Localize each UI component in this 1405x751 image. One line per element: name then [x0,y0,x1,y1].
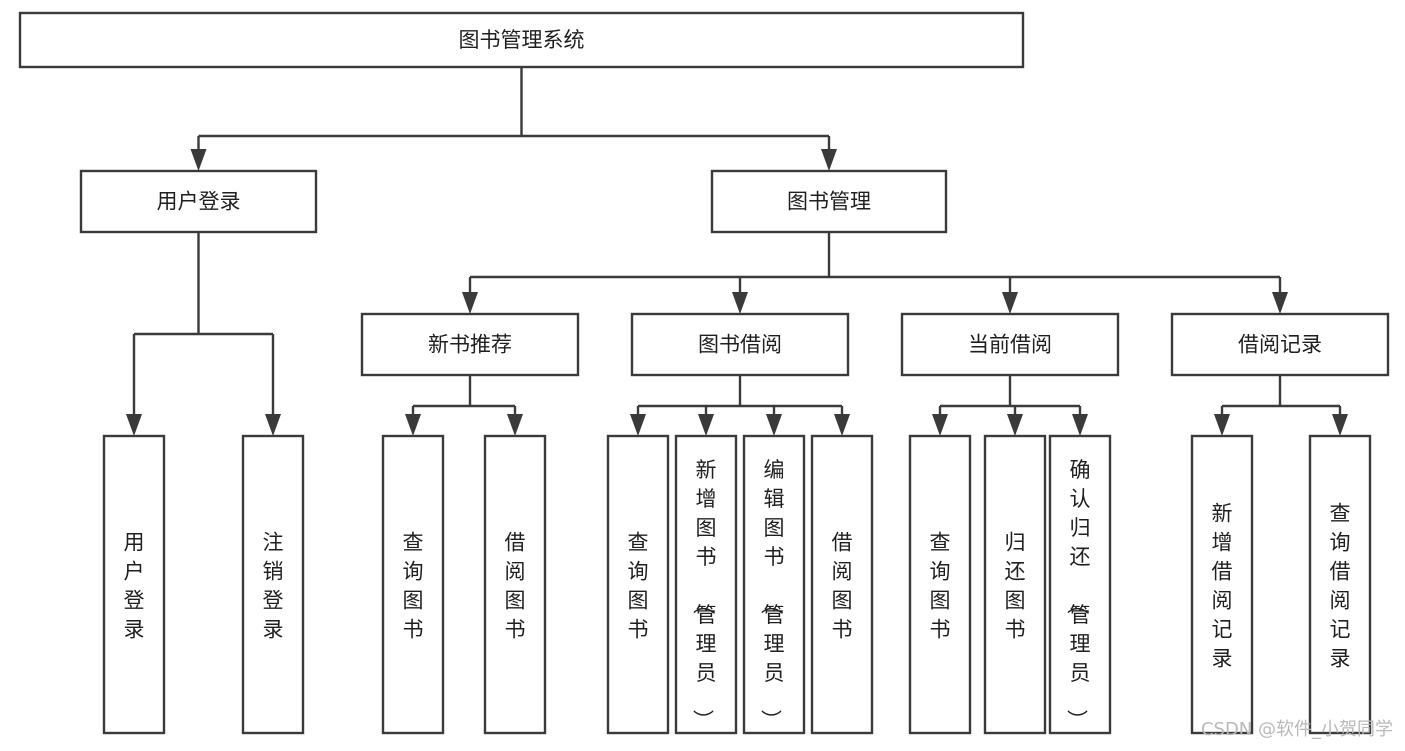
node-leaf-borrow-book[interactable]: 借阅图书 [810,434,874,735]
node-leaf-edit-book-admin-rect[interactable] [742,434,806,735]
node-new-book-recommend[interactable]: 新书推荐 [360,312,580,377]
node-leaf-user-login[interactable]: 用户登录 [102,434,166,735]
node-root[interactable]: 图书管理系统 [18,11,1025,69]
arrow-head-icon [732,292,748,314]
node-root-rect[interactable] [18,11,1025,69]
node-user-login[interactable]: 用户登录 [79,169,318,234]
arrow-head-icon [1007,414,1023,436]
node-leaf-query-book-borrow-rect[interactable] [606,434,670,735]
node-leaf-confirm-return-admin-rect[interactable] [1048,434,1112,735]
node-leaf-logout[interactable]: 注销登录 [241,434,305,735]
node-leaf-query-book-borrow-label: 查询图书 [628,531,649,642]
node-leaf-borrow-book-recommend[interactable]: 借阅图书 [483,434,547,735]
node-leaf-query-book-recommend-rect[interactable] [381,434,445,735]
arrow-head-icon [932,414,948,436]
node-leaf-query-book-current-rect[interactable] [908,434,972,735]
node-current-borrow-label: 当前借阅 [968,333,1052,357]
node-user-login-label: 用户登录 [157,190,241,214]
node-leaf-query-book-recommend[interactable]: 查询图书 [381,434,445,735]
node-leaf-query-book-borrow[interactable]: 查询图书 [606,434,670,735]
node-leaf-borrow-book-recommend-rect[interactable] [483,434,547,735]
node-leaf-confirm-return-admin[interactable]: 确认归还（管理员） [1048,434,1112,735]
arrow-head-icon [834,414,850,436]
node-leaf-borrow-book-recommend-label: 借阅图书 [505,531,526,642]
node-leaf-borrow-book-label: 借阅图书 [832,531,853,642]
node-borrow-record-label: 借阅记录 [1238,333,1322,357]
node-borrow-record[interactable]: 借阅记录 [1170,312,1390,377]
node-leaf-return-book[interactable]: 归还图书 [983,434,1047,735]
arrow-head-icon [630,414,646,436]
node-leaf-logout-rect[interactable] [241,434,305,735]
node-leaf-borrow-book-rect[interactable] [810,434,874,735]
node-book-management-rect[interactable] [710,169,948,234]
node-leaf-query-book-recommend-label: 查询图书 [403,531,424,642]
node-leaf-confirm-return-admin-label: 确认归还（管理员） [1065,458,1091,730]
node-leaf-query-borrow-record-rect[interactable] [1308,434,1372,735]
arrow-head-icon [405,414,421,436]
arrow-head-icon [1072,414,1088,436]
node-new-book-recommend-label: 新书推荐 [428,333,512,357]
arrow-head-icon [462,292,478,314]
node-book-borrow-rect[interactable] [630,312,850,377]
node-leaf-add-borrow-record-rect[interactable] [1190,434,1254,735]
node-leaf-add-book-admin-label: 新增图书（管理员） [691,458,717,730]
node-leaf-add-borrow-record-label: 新增借阅记录 [1212,502,1233,671]
arrow-head-icon [126,414,142,436]
node-leaf-edit-book-admin-label: 编辑图书（管理员） [759,458,785,730]
node-leaf-add-book-admin-rect[interactable] [674,434,738,735]
node-leaf-return-book-label: 归还图书 [1005,531,1026,642]
node-book-borrow-label: 图书借阅 [698,333,782,357]
arrow-head-icon [698,414,714,436]
node-borrow-record-rect[interactable] [1170,312,1390,377]
arrow-head-icon [1002,292,1018,314]
arrow-head-icon [766,414,782,436]
node-user-login-rect[interactable] [79,169,318,234]
arrow-head-icon [265,414,281,436]
node-leaf-add-book-admin[interactable]: 新增图书（管理员） [674,434,738,735]
node-book-management[interactable]: 图书管理 [710,169,948,234]
arrow-head-icon [1332,414,1348,436]
arrow-head-icon [1272,292,1288,314]
node-leaf-add-borrow-record[interactable]: 新增借阅记录 [1190,434,1254,735]
node-leaf-query-borrow-record-label: 查询借阅记录 [1330,502,1351,671]
node-current-borrow[interactable]: 当前借阅 [900,312,1120,377]
node-leaf-query-borrow-record[interactable]: 查询借阅记录 [1308,434,1372,735]
node-book-management-label: 图书管理 [787,190,871,214]
arrow-head-icon [1214,414,1230,436]
arrow-head-icon [190,149,207,171]
node-leaf-user-login-rect[interactable] [102,434,166,735]
node-book-borrow[interactable]: 图书借阅 [630,312,850,377]
arrow-head-icon [507,414,523,436]
node-root-label: 图书管理系统 [459,28,585,52]
node-leaf-user-login-label: 用户登录 [124,531,145,642]
node-leaf-edit-book-admin[interactable]: 编辑图书（管理员） [742,434,806,735]
node-leaf-query-book-current[interactable]: 查询图书 [908,434,972,735]
arrow-head-icon [821,149,837,171]
node-leaf-query-book-current-label: 查询图书 [930,531,951,642]
node-leaf-logout-label: 注销登录 [263,531,284,642]
node-leaf-return-book-rect[interactable] [983,434,1047,735]
